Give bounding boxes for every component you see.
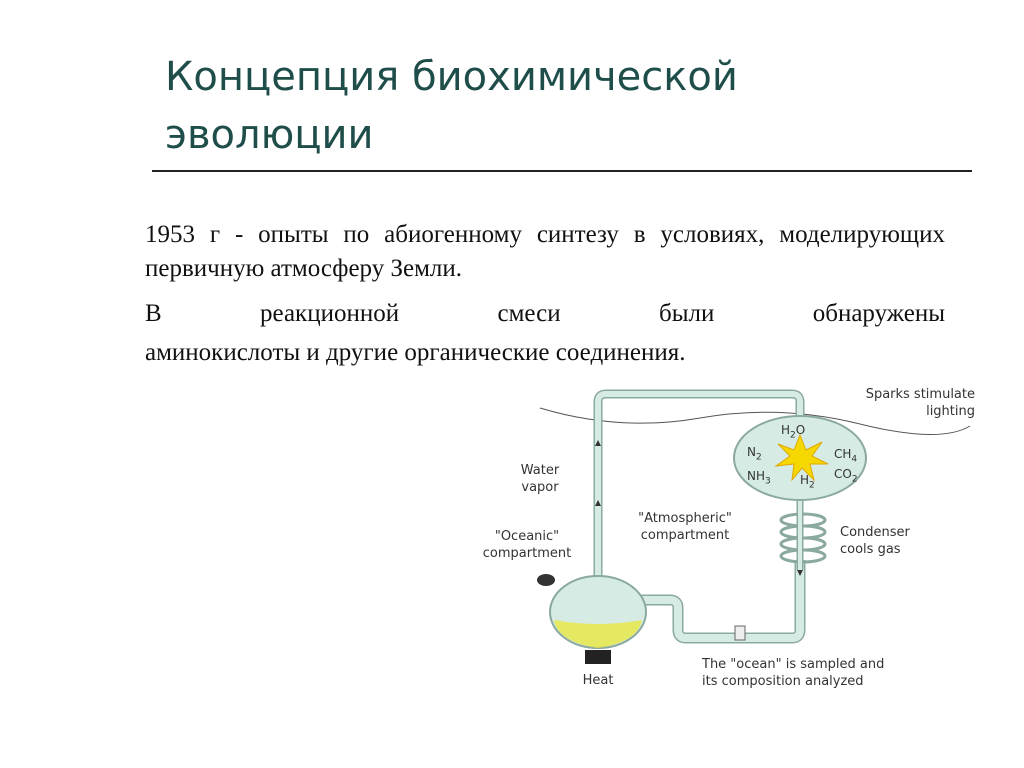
title-divider — [152, 170, 972, 172]
return-tube-inner — [638, 560, 804, 642]
electrode-wire — [539, 407, 971, 436]
vapor-tube-inner — [595, 391, 803, 595]
flow-arrow — [595, 440, 601, 446]
paragraph-reaction-mixture: В реакционной смеси были обнаружены — [145, 300, 945, 327]
sampling-valve — [734, 625, 746, 641]
gas-h2o: H2O — [781, 423, 806, 441]
spark-icon — [774, 433, 829, 482]
apparatus-drawing — [537, 389, 971, 664]
flask-stopcock — [537, 574, 555, 586]
flask-liquid — [554, 620, 642, 648]
gas-co2: CO2 — [834, 467, 858, 485]
flow-arrow — [595, 500, 601, 506]
title-line-2: эволюции — [165, 112, 374, 158]
heat-source — [585, 650, 611, 664]
paragraph-organic-compounds: аминокислоты и другие органические соеди… — [145, 339, 686, 366]
gas-ch4: CH4 — [834, 447, 858, 465]
label-oceanic-compartment: "Oceanic"compartment — [482, 529, 572, 561]
flow-arrow — [797, 570, 803, 576]
gas-n2: N2 — [747, 445, 762, 463]
slide-title: Концепция биохимической эволюции — [165, 48, 945, 164]
paragraph-1953-experiments: 1953 г - опыты по абиогенному синтезу в … — [145, 221, 945, 282]
gas-nh3: NH3 — [747, 469, 771, 487]
title-line-1: Концепция биохимической — [165, 54, 738, 100]
gas-h2: H2 — [800, 473, 815, 491]
label-atmospheric-compartment: "Atmospheric"compartment — [638, 511, 732, 543]
label-heat: Heat — [582, 673, 614, 688]
